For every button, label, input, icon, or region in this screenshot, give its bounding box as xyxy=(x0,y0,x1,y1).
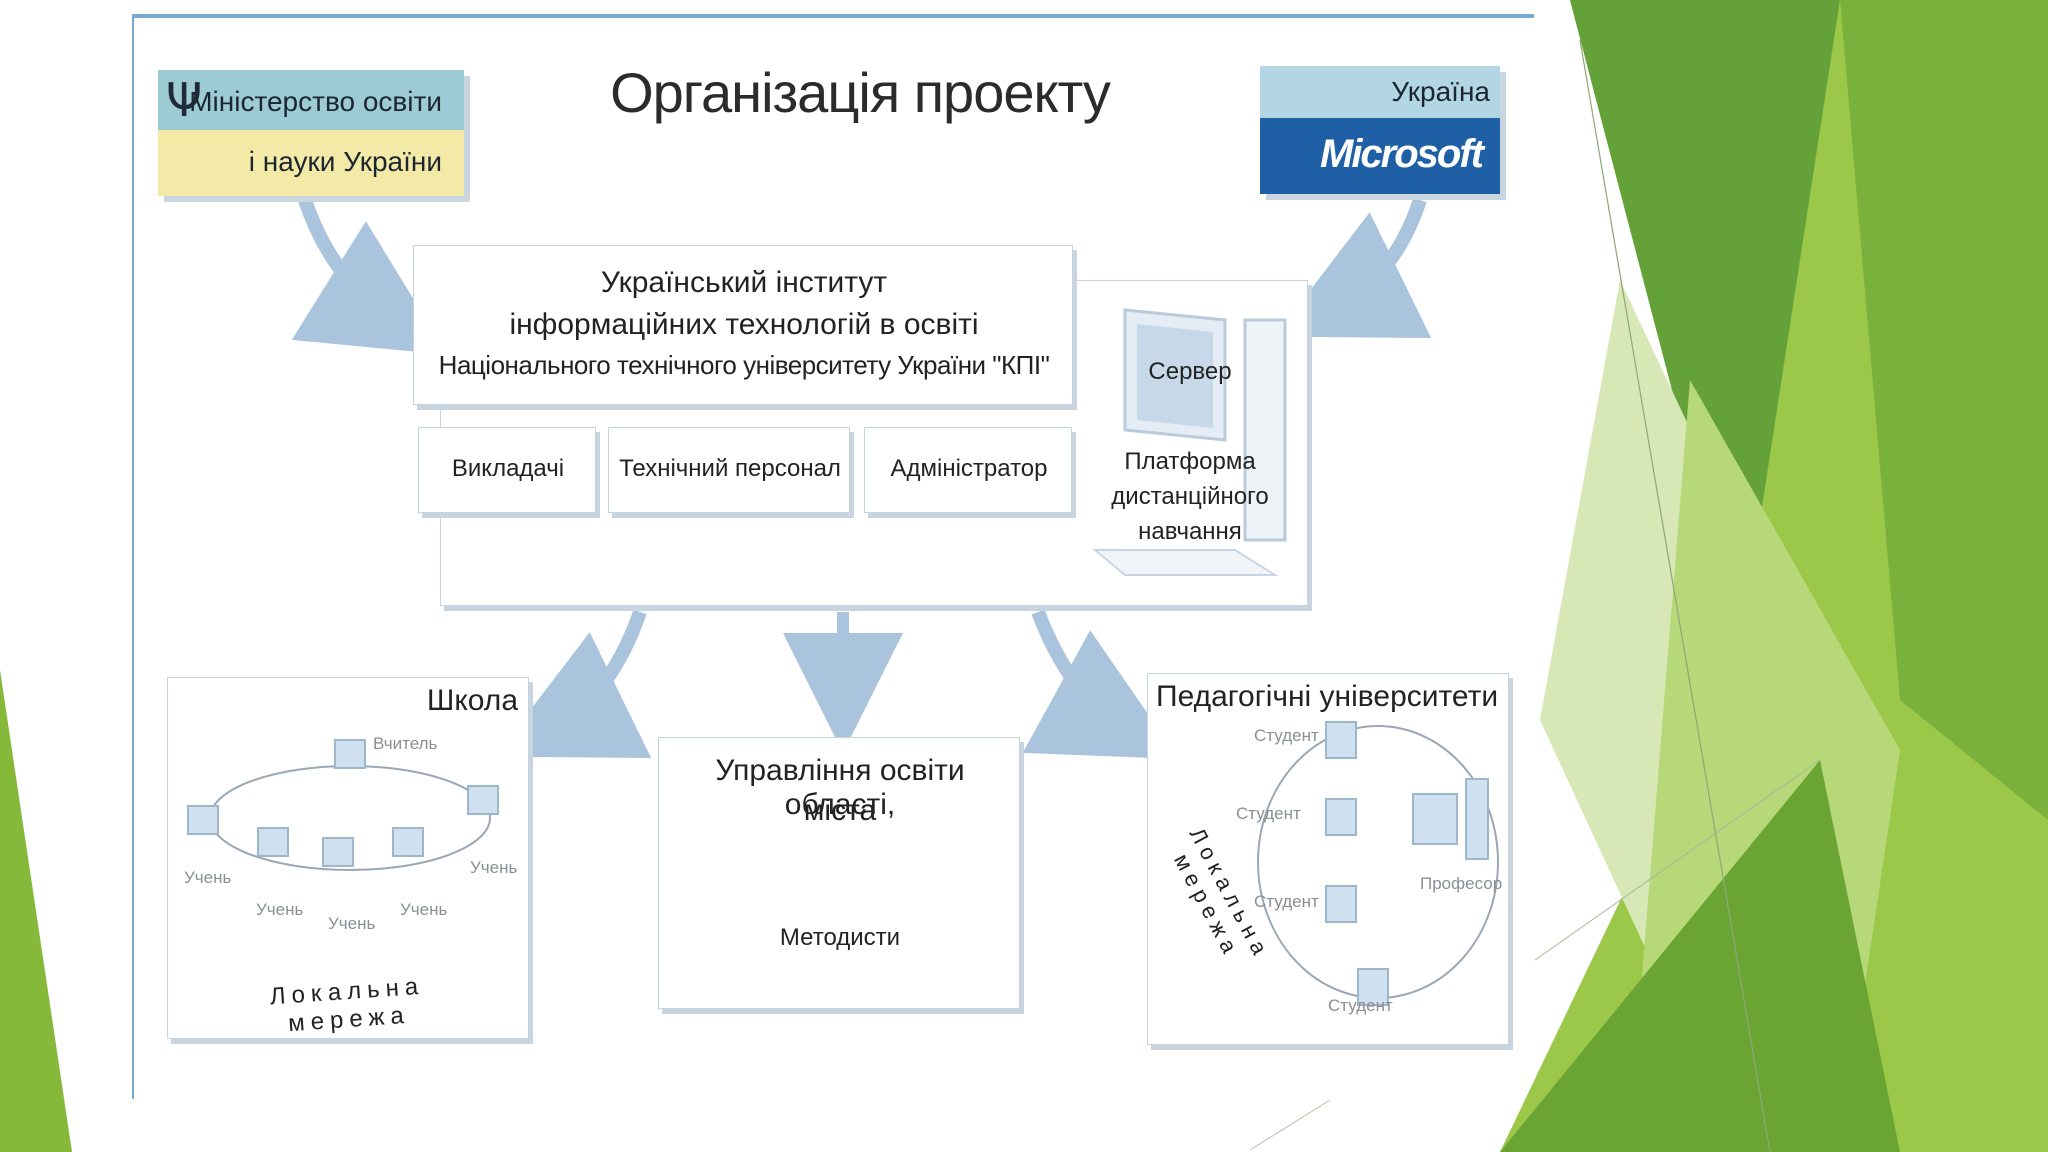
pedagogical-box: Педагогічні університети Студент Студент… xyxy=(1147,673,1509,1045)
school-pupil-1: Учень xyxy=(184,868,231,888)
education-dept-line2: міста xyxy=(659,794,1021,828)
page-title: Організація проекту xyxy=(560,60,1160,125)
staff-tech-label: Технічний персонал xyxy=(609,455,851,483)
server-computer-icon xyxy=(1085,300,1305,590)
student-label-1: Студент xyxy=(1254,726,1319,746)
methodists-label: Методисти xyxy=(659,924,1021,952)
professor-label: Професор xyxy=(1420,874,1502,894)
microsoft-country: Україна xyxy=(1391,76,1490,108)
student-label-2: Студент xyxy=(1236,804,1301,824)
school-pupil-5: Учень xyxy=(470,858,517,878)
institute-line2: інформаційних технологій в освіті xyxy=(414,308,1074,342)
school-pupil-4: Учень xyxy=(400,900,447,920)
ministry-line1: Міністерство освіти xyxy=(189,86,442,118)
ministry-box: Ψ Міністерство освіти і науки України xyxy=(158,70,464,196)
arrow-institute-to-pedagogical xyxy=(1038,612,1130,732)
microsoft-logo: Microsoft xyxy=(1320,132,1482,177)
school-box: Школа Вчитель Учень Учень Учень Учень Уч… xyxy=(167,677,529,1039)
school-teacher-label: Вчитель xyxy=(373,734,437,754)
student-label-3: Студент xyxy=(1254,892,1319,912)
staff-teachers-label: Викладачі xyxy=(419,455,597,483)
microsoft-box: Україна Microsoft xyxy=(1260,66,1500,194)
institute-box: Український інститут інформаційних техно… xyxy=(413,245,1073,405)
staff-teachers-box: Викладачі xyxy=(418,427,596,513)
platform-line3: навчання xyxy=(1110,518,1270,546)
platform-line2: дистанційного xyxy=(1110,483,1270,511)
arrow-microsoft-to-institute xyxy=(1325,200,1420,312)
institute-line3: Національного технічного університету Ук… xyxy=(414,350,1074,381)
arrow-ministry-to-institute xyxy=(305,200,400,325)
ministry-line2: і науки України xyxy=(249,146,442,178)
server-label: Сервер xyxy=(1140,358,1240,386)
student-label-4: Студент xyxy=(1328,996,1393,1016)
school-pupil-2: Учень xyxy=(256,900,303,920)
platform-line1: Платформа xyxy=(1110,448,1270,476)
school-pupil-3: Учень xyxy=(328,914,375,934)
arrow-institute-to-school xyxy=(545,612,640,732)
staff-admin-box: Адміністратор xyxy=(864,427,1072,513)
staff-tech-box: Технічний персонал xyxy=(608,427,850,513)
institute-line1: Український інститут xyxy=(414,266,1074,300)
education-dept-box: Управління освіти області, міста Методис… xyxy=(658,737,1020,1009)
staff-admin-label: Адміністратор xyxy=(865,455,1073,483)
